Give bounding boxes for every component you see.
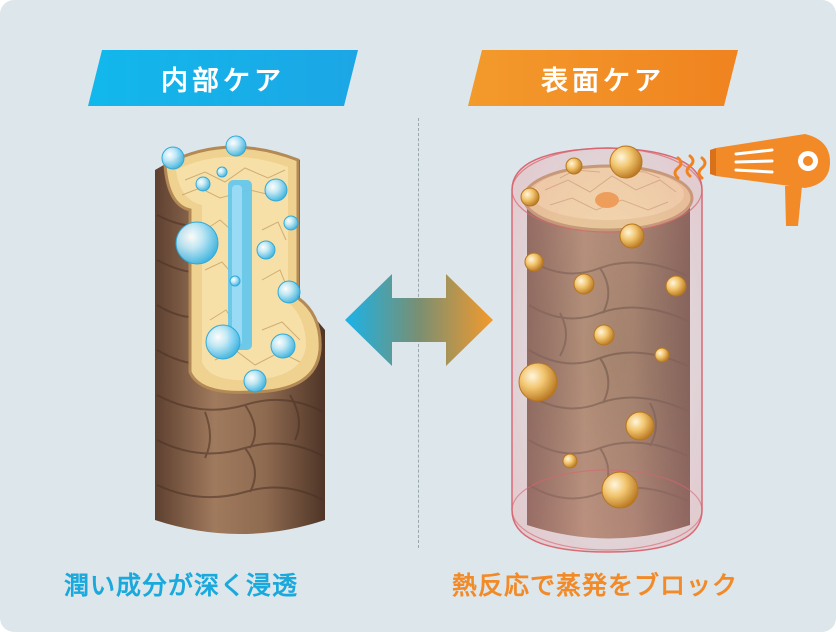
coating-droplets bbox=[518, 145, 687, 509]
surface-care-banner: 表面ケア bbox=[468, 50, 738, 106]
inner-care-banner: 内部ケア bbox=[88, 50, 358, 106]
surface-care-title: 表面ケア bbox=[541, 65, 665, 97]
double-arrow-icon bbox=[345, 274, 493, 366]
heat-waves-icon bbox=[673, 154, 707, 180]
inner-care-caption: 潤い成分が深く浸透 bbox=[64, 571, 299, 600]
hair-dryer-icon bbox=[710, 134, 830, 226]
inner-care-title: 内部ケア bbox=[161, 65, 285, 97]
moisture-droplets bbox=[161, 135, 301, 393]
surface-care-caption: 熱反応で蒸発をブロック bbox=[452, 571, 739, 600]
protective-coating bbox=[511, 147, 703, 553]
